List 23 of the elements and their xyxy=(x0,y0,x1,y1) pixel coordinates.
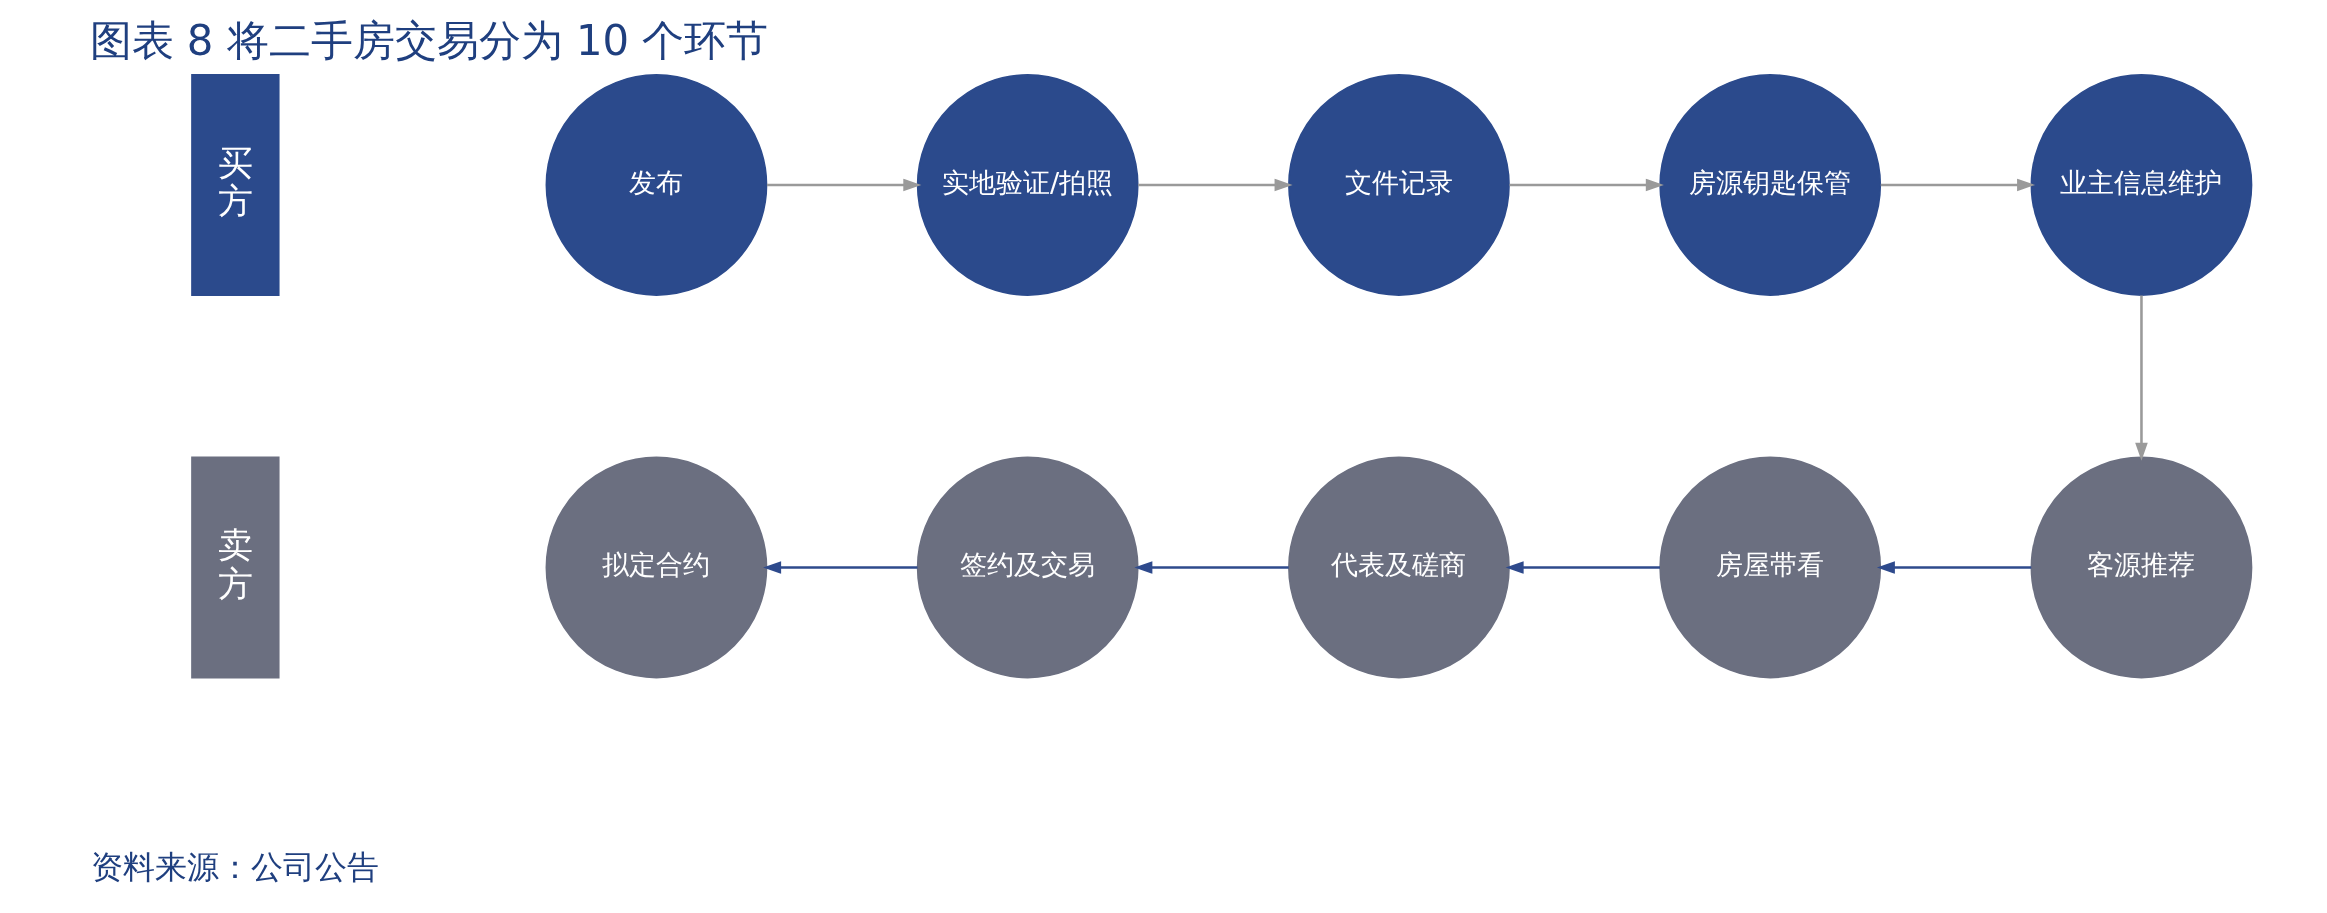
arrow xyxy=(1138,178,1293,191)
node-box: 买方 xyxy=(191,73,280,296)
arrow xyxy=(1509,178,1664,191)
arrow xyxy=(1505,560,1660,574)
arrow xyxy=(767,178,922,191)
arrow xyxy=(2135,294,2148,461)
diagram-title: 图表 8 将二手房交易分为 10 个环节 xyxy=(89,15,769,65)
arrow xyxy=(1880,178,2036,191)
node-circle: 签约及交易 xyxy=(916,456,1139,678)
node-circle: 发布 xyxy=(545,73,768,296)
node-circle: 代表及磋商 xyxy=(1288,456,1510,678)
node-circle: 文件记录 xyxy=(1288,73,1510,296)
node-circle: 拟定合约 xyxy=(545,456,768,678)
arrow xyxy=(1134,560,1289,574)
caption: 资料来源：公司公告 xyxy=(91,847,380,886)
node-box: 卖方 xyxy=(191,456,280,678)
node-circle: 房源钥匙保管 xyxy=(1659,73,1882,296)
node-circle: 实地验证/拍照 xyxy=(916,73,1139,296)
arrow xyxy=(1876,560,2032,574)
node-circle: 房屋带看 xyxy=(1659,456,1882,678)
node-circle: 业主信息维护 xyxy=(2030,73,2253,296)
node-circle: 客源推荐 xyxy=(2030,456,2253,678)
arrow xyxy=(763,560,918,574)
